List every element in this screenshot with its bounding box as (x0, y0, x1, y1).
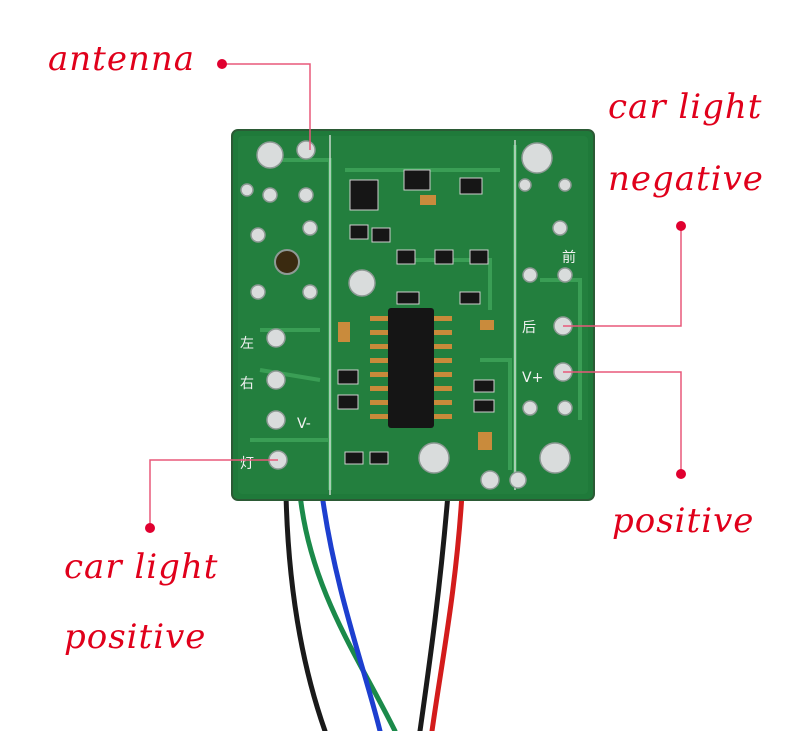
silk-light: 灯 (240, 456, 254, 472)
ic-chip (370, 308, 452, 428)
wire-black-left (283, 491, 328, 734)
wires (283, 491, 465, 734)
wire-blue (319, 491, 383, 734)
leader-positive (563, 371, 682, 474)
silk-rear: 后 (522, 320, 536, 336)
leader-car-light-positive (149, 459, 278, 528)
label-antenna: antenna (48, 39, 196, 79)
silk-v-minus: V- (297, 416, 311, 432)
leader-antenna (222, 63, 311, 150)
label-positive: positive (612, 501, 755, 541)
dot-positive (676, 469, 686, 479)
wire-black-right (417, 491, 451, 734)
dot-car-light-negative (676, 221, 686, 231)
dot-antenna (217, 59, 227, 69)
dot-car-light-positive (145, 523, 155, 533)
silk-front: 前 (562, 249, 576, 266)
silk-right: 右 (240, 376, 254, 392)
wire-green (297, 491, 398, 734)
label-car-light-positive-line2: positive (64, 617, 207, 657)
leader-lines (149, 63, 682, 528)
silk-v-plus: V+ (522, 370, 543, 386)
pcb-board (231, 129, 595, 501)
wire-red (429, 491, 465, 734)
label-car-light-negative-line1: car light (608, 87, 763, 127)
leader-dots (145, 59, 686, 533)
silkscreen-labels: 左 右 V- 灯 前 后 V+ (240, 249, 576, 472)
label-car-light-positive-line1: car light (64, 547, 219, 587)
silk-left: 左 (240, 336, 254, 352)
label-car-light-negative-line2: negative (608, 159, 764, 199)
leader-car-light-negative (563, 226, 682, 327)
